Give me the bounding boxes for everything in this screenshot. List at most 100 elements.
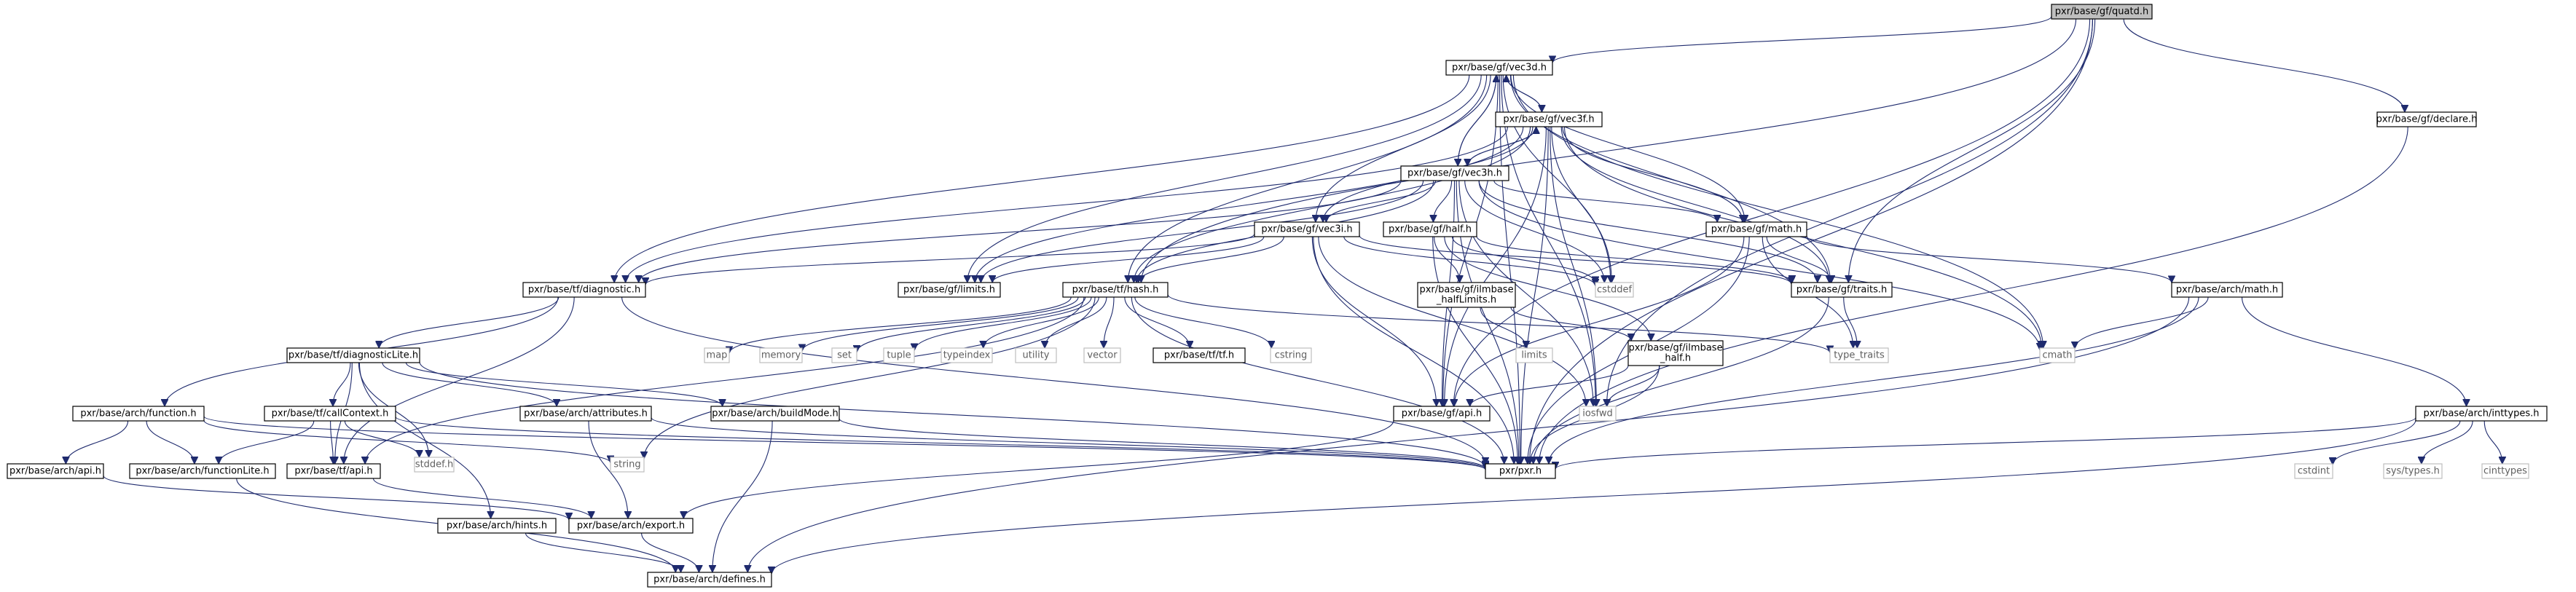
node-limits[interactable]: pxr/base/gf/limits.h [898,282,1001,298]
node-box [1791,282,1893,298]
node-label: pxr/base/gf/vec3i.h [1261,224,1352,235]
dependency-edge [1512,74,2043,348]
node-declare[interactable]: pxr/base/gf/declare.h [2376,111,2478,127]
node-stddef: stddef.h [414,457,455,473]
dependency-edge [1458,180,1593,406]
node-hints[interactable]: pxr/base/arch/hints.h [437,518,557,534]
node-defines[interactable]: pxr/base/arch/defines.h [647,572,772,588]
node-label: vector [1087,350,1118,361]
node-box [1515,347,1553,363]
node-box [286,463,381,479]
dependency-edge [219,420,315,465]
node-difflite[interactable]: pxr/base/tf/diagnosticLite.h [286,347,420,363]
dependency-edge [802,296,1079,352]
node-box [519,406,652,422]
node-label: pxr/base/gf/vec3d.h [1452,63,1547,74]
node-gfapi[interactable]: pxr/base/gf/api.h [1393,406,1491,422]
dependency-edge [1848,18,2096,283]
node-label: cstring [1275,350,1307,361]
node-box [647,572,772,588]
node-inttypes[interactable]: pxr/base/arch/inttypes.h [2415,406,2548,422]
node-traits[interactable]: pxr/base/gf/traits.h [1791,282,1893,298]
node-tf[interactable]: pxr/base/tf/tf.h [1152,347,1246,363]
node-label: pxr/base/gf/ilmbase [1419,285,1513,296]
dependency-edge [1104,296,1115,348]
dependency-edge [1493,180,1717,223]
dependency-edge [1313,236,1514,464]
node-box [2415,406,2548,422]
node-pxr[interactable]: pxr/pxr.h [1485,463,1556,479]
node-box [883,347,915,363]
node-label: cmath [2042,350,2072,361]
node-box [941,347,993,363]
node-box [710,406,840,422]
dependency-edge [588,420,628,518]
node-box [1062,282,1169,298]
dependency-edge [525,532,681,573]
node-imhalf[interactable]: pxr/base/gf/ilmbase_half.h [1627,340,1724,366]
node-label: map [707,350,728,361]
node-label: pxr/base/gf/math.h [1711,224,1802,235]
node-function[interactable]: pxr/base/arch/function.h [72,406,205,422]
node-label: utility [1023,350,1050,361]
dependency-edge [1134,296,1271,349]
dependency-edge [1607,365,1660,407]
node-archapi[interactable]: pxr/base/arch/api.h [7,463,104,479]
dependency-edge [771,419,2416,574]
node-quatd[interactable]: pxr/base/gf/quatd.h [2051,4,2153,20]
node-archmath[interactable]: pxr/base/arch/math.h [2171,282,2283,298]
node-label: pxr/base/tf/diagnostic.h [528,285,640,296]
node-attributes[interactable]: pxr/base/arch/attributes.h [519,406,652,422]
node-box [1579,406,1617,422]
dependency-edge [1478,180,2040,350]
dependency-edge [395,416,1485,470]
node-callcontext[interactable]: pxr/base/tf/callContext.h [264,406,396,422]
node-vec3d[interactable]: pxr/base/gf/vec3d.h [1445,60,1553,76]
dependency-edge [1510,74,1745,222]
node-tfapi[interactable]: pxr/base/tf/api.h [286,463,381,479]
dependency-edge [1549,296,2199,464]
node-label: pxr/base/arch/defines.h [653,575,766,585]
node-half[interactable]: pxr/base/gf/half.h [1383,221,1477,237]
dependency-edge [203,416,1485,470]
node-box [1383,221,1477,237]
dependency-edge [365,296,1085,464]
dependency-edge [1343,236,1595,287]
dependency-edge [967,74,1482,283]
node-label: typeindex [943,350,991,361]
dependency-edge [1434,236,1460,283]
dependency-edge [729,296,1072,354]
dependency-edge [1607,18,2094,406]
node-gfmath[interactable]: pxr/base/gf/math.h [1705,221,1807,237]
dependency-edge [1124,296,1190,348]
node-box [1400,165,1509,181]
node-box [2039,347,2076,363]
dependency-edge [1510,307,1631,342]
node-vec3i[interactable]: pxr/base/gf/vec3i.h [1254,221,1360,237]
node-box [1445,60,1553,76]
node-imhalflimits[interactable]: pxr/base/gf/ilmbase_halfLimits.h [1417,282,1516,308]
dependency-edge [1141,18,2077,283]
node-box [522,282,646,298]
node-funclite[interactable]: pxr/base/arch/functionLite.h [129,463,276,479]
node-label: set [837,350,852,361]
node-vec3f[interactable]: pxr/base/gf/vec3f.h [1495,111,1603,127]
node-buildmode[interactable]: pxr/base/arch/buildMode.h [710,406,840,422]
node-cinttypes: cinttypes [2481,463,2529,479]
dependency-edge [405,362,722,407]
node-vector: vector [1083,347,1121,363]
node-box [898,282,1001,298]
node-box [2376,111,2477,127]
node-label: pxr/base/arch/math.h [2176,285,2278,296]
node-label: pxr/base/arch/export.h [577,521,685,532]
dependency-edge [1539,126,2408,464]
node-export[interactable]: pxr/base/arch/export.h [568,518,694,534]
node-hash[interactable]: pxr/base/tf/hash.h [1062,282,1169,298]
dependency-edge [382,362,557,407]
node-box [1595,282,1634,298]
node-vec3h[interactable]: pxr/base/gf/vec3h.h [1400,165,1509,181]
dependency-edge [2422,420,2473,465]
node-string: string [610,457,645,473]
dependency-edge [992,236,1265,283]
node-diagnostic[interactable]: pxr/base/tf/diagnostic.h [522,282,646,298]
